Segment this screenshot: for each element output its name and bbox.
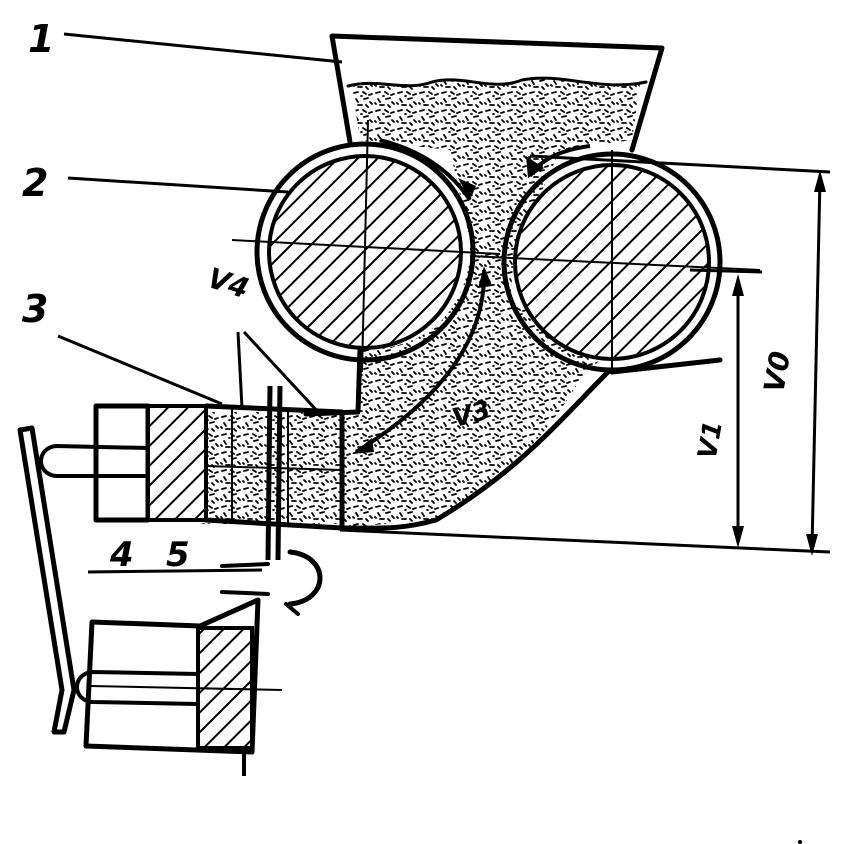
label-v0: V0 — [757, 349, 797, 395]
stray-dot — [798, 840, 802, 844]
lever — [17, 425, 77, 735]
dimension-v1 — [732, 274, 744, 548]
gate-plate — [265, 385, 283, 561]
label-hopper: 1 — [28, 17, 54, 61]
leader-lines — [57, 32, 343, 574]
valve — [220, 549, 323, 616]
dimension-v0 — [806, 170, 826, 556]
label-chamber: 3 — [22, 287, 48, 331]
reference-lines — [339, 154, 831, 554]
label-v1: V1 — [693, 419, 729, 462]
hopper — [329, 33, 665, 153]
compaction-chamber — [93, 403, 345, 531]
piston-rod-upper — [39, 444, 150, 478]
center-lines — [231, 119, 761, 373]
arrow-heads — [352, 156, 544, 454]
lower-block — [75, 597, 283, 776]
label-v4: V4 — [204, 261, 253, 305]
label-valve: 5 — [166, 535, 190, 575]
label-rollers: 2 — [22, 161, 48, 205]
label-lever: 4 — [109, 535, 134, 575]
v4-pointers — [236, 330, 322, 416]
